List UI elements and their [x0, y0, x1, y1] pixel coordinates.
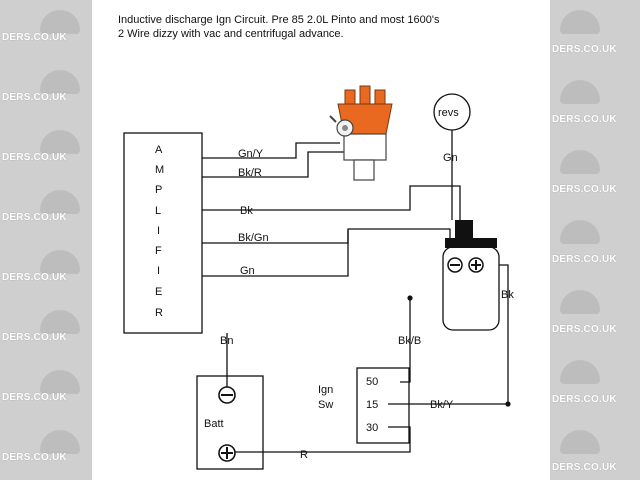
wire-bk-r [202, 151, 345, 178]
terminal-30-label: 30 [366, 422, 378, 434]
wire-gn [202, 230, 349, 277]
amplifier-letter: I [157, 265, 160, 277]
wire-label-gn: Gn [240, 265, 255, 277]
watermark-text: DERS.CO.UK [2, 332, 67, 343]
watermark-text: DERS.CO.UK [552, 114, 617, 125]
wire-label-gn-revs: Gn [443, 152, 458, 164]
terminal-50-label: 50 [366, 376, 378, 388]
ignition-switch-box [356, 367, 410, 444]
wire-label-bk: Bk [240, 205, 253, 217]
wire-r [226, 426, 411, 453]
sw-label: Sw [318, 399, 333, 411]
watermark-text: DERS.CO.UK [2, 452, 67, 463]
coil-cap [445, 238, 497, 248]
watermark-text: DERS.CO.UK [552, 184, 617, 195]
ign-label: Ign [318, 384, 333, 396]
amplifier-letter: F [155, 245, 162, 257]
wire-gn-y [202, 142, 340, 159]
watermark-text: DERS.CO.UK [2, 392, 67, 403]
watermark-text: DERS.CO.UK [552, 324, 617, 335]
amplifier-letter: E [155, 286, 162, 298]
wire-label-gn-y: Gn/Y [238, 148, 264, 160]
wire-label-r: R [300, 449, 308, 461]
battery-box [196, 375, 264, 470]
watermark-text: DERS.CO.UK [2, 92, 67, 103]
amplifier-letter: L [155, 205, 161, 217]
distributor-icon [329, 85, 393, 181]
wire-bk-coil [499, 264, 509, 404]
diagram-title: Inductive discharge Ign Circuit. Pre 85 … [118, 13, 440, 41]
watermark-left: DERS.CO.UK DERS.CO.UK DERS.CO.UK DERS.CO… [0, 0, 92, 480]
wire-label-bk-b: Bk/B [398, 335, 421, 347]
amplifier-box [123, 132, 203, 334]
terminal-15-label: 15 [366, 399, 378, 411]
amplifier-letter: P [155, 184, 162, 196]
amplifier-letter: R [155, 307, 163, 319]
wire-bk [202, 185, 461, 220]
title-line-1: Inductive discharge Ign Circuit. Pre 85 … [118, 14, 440, 26]
watermark-text: DERS.CO.UK [2, 152, 67, 163]
amplifier-letter: I [157, 225, 160, 237]
watermark-text: DERS.CO.UK [552, 462, 617, 473]
amplifier-letter: M [155, 164, 164, 176]
watermark-text: DERS.CO.UK [552, 254, 617, 265]
watermark-right: DERS.CO.UK DERS.CO.UK DERS.CO.UK DERS.CO… [550, 0, 640, 480]
wire-label-bn: Bn [220, 335, 233, 347]
wire-label-bk-r: Bk/R [238, 167, 262, 179]
title-line-2: 2 Wire dizzy with vac and centrifugal ad… [118, 28, 344, 40]
wire-label-bk-gn: Bk/Gn [238, 232, 269, 244]
wire-bk-gn [202, 228, 451, 244]
revs-label: revs [438, 107, 459, 119]
watermark-text: DERS.CO.UK [552, 394, 617, 405]
junction-dot [505, 401, 511, 407]
watermark-text: DERS.CO.UK [2, 272, 67, 283]
wire-label-bk-y: Bk/Y [430, 399, 454, 411]
wire-bk-b [400, 298, 411, 383]
watermark-text: DERS.CO.UK [2, 32, 67, 43]
junction-dot [407, 295, 413, 301]
wire-label-bk-coil: Bk [501, 289, 514, 301]
watermark-text: DERS.CO.UK [552, 44, 617, 55]
batt-label: Batt [204, 418, 224, 430]
watermark-text: DERS.CO.UK [2, 212, 67, 223]
amplifier-letter: A [155, 144, 163, 156]
